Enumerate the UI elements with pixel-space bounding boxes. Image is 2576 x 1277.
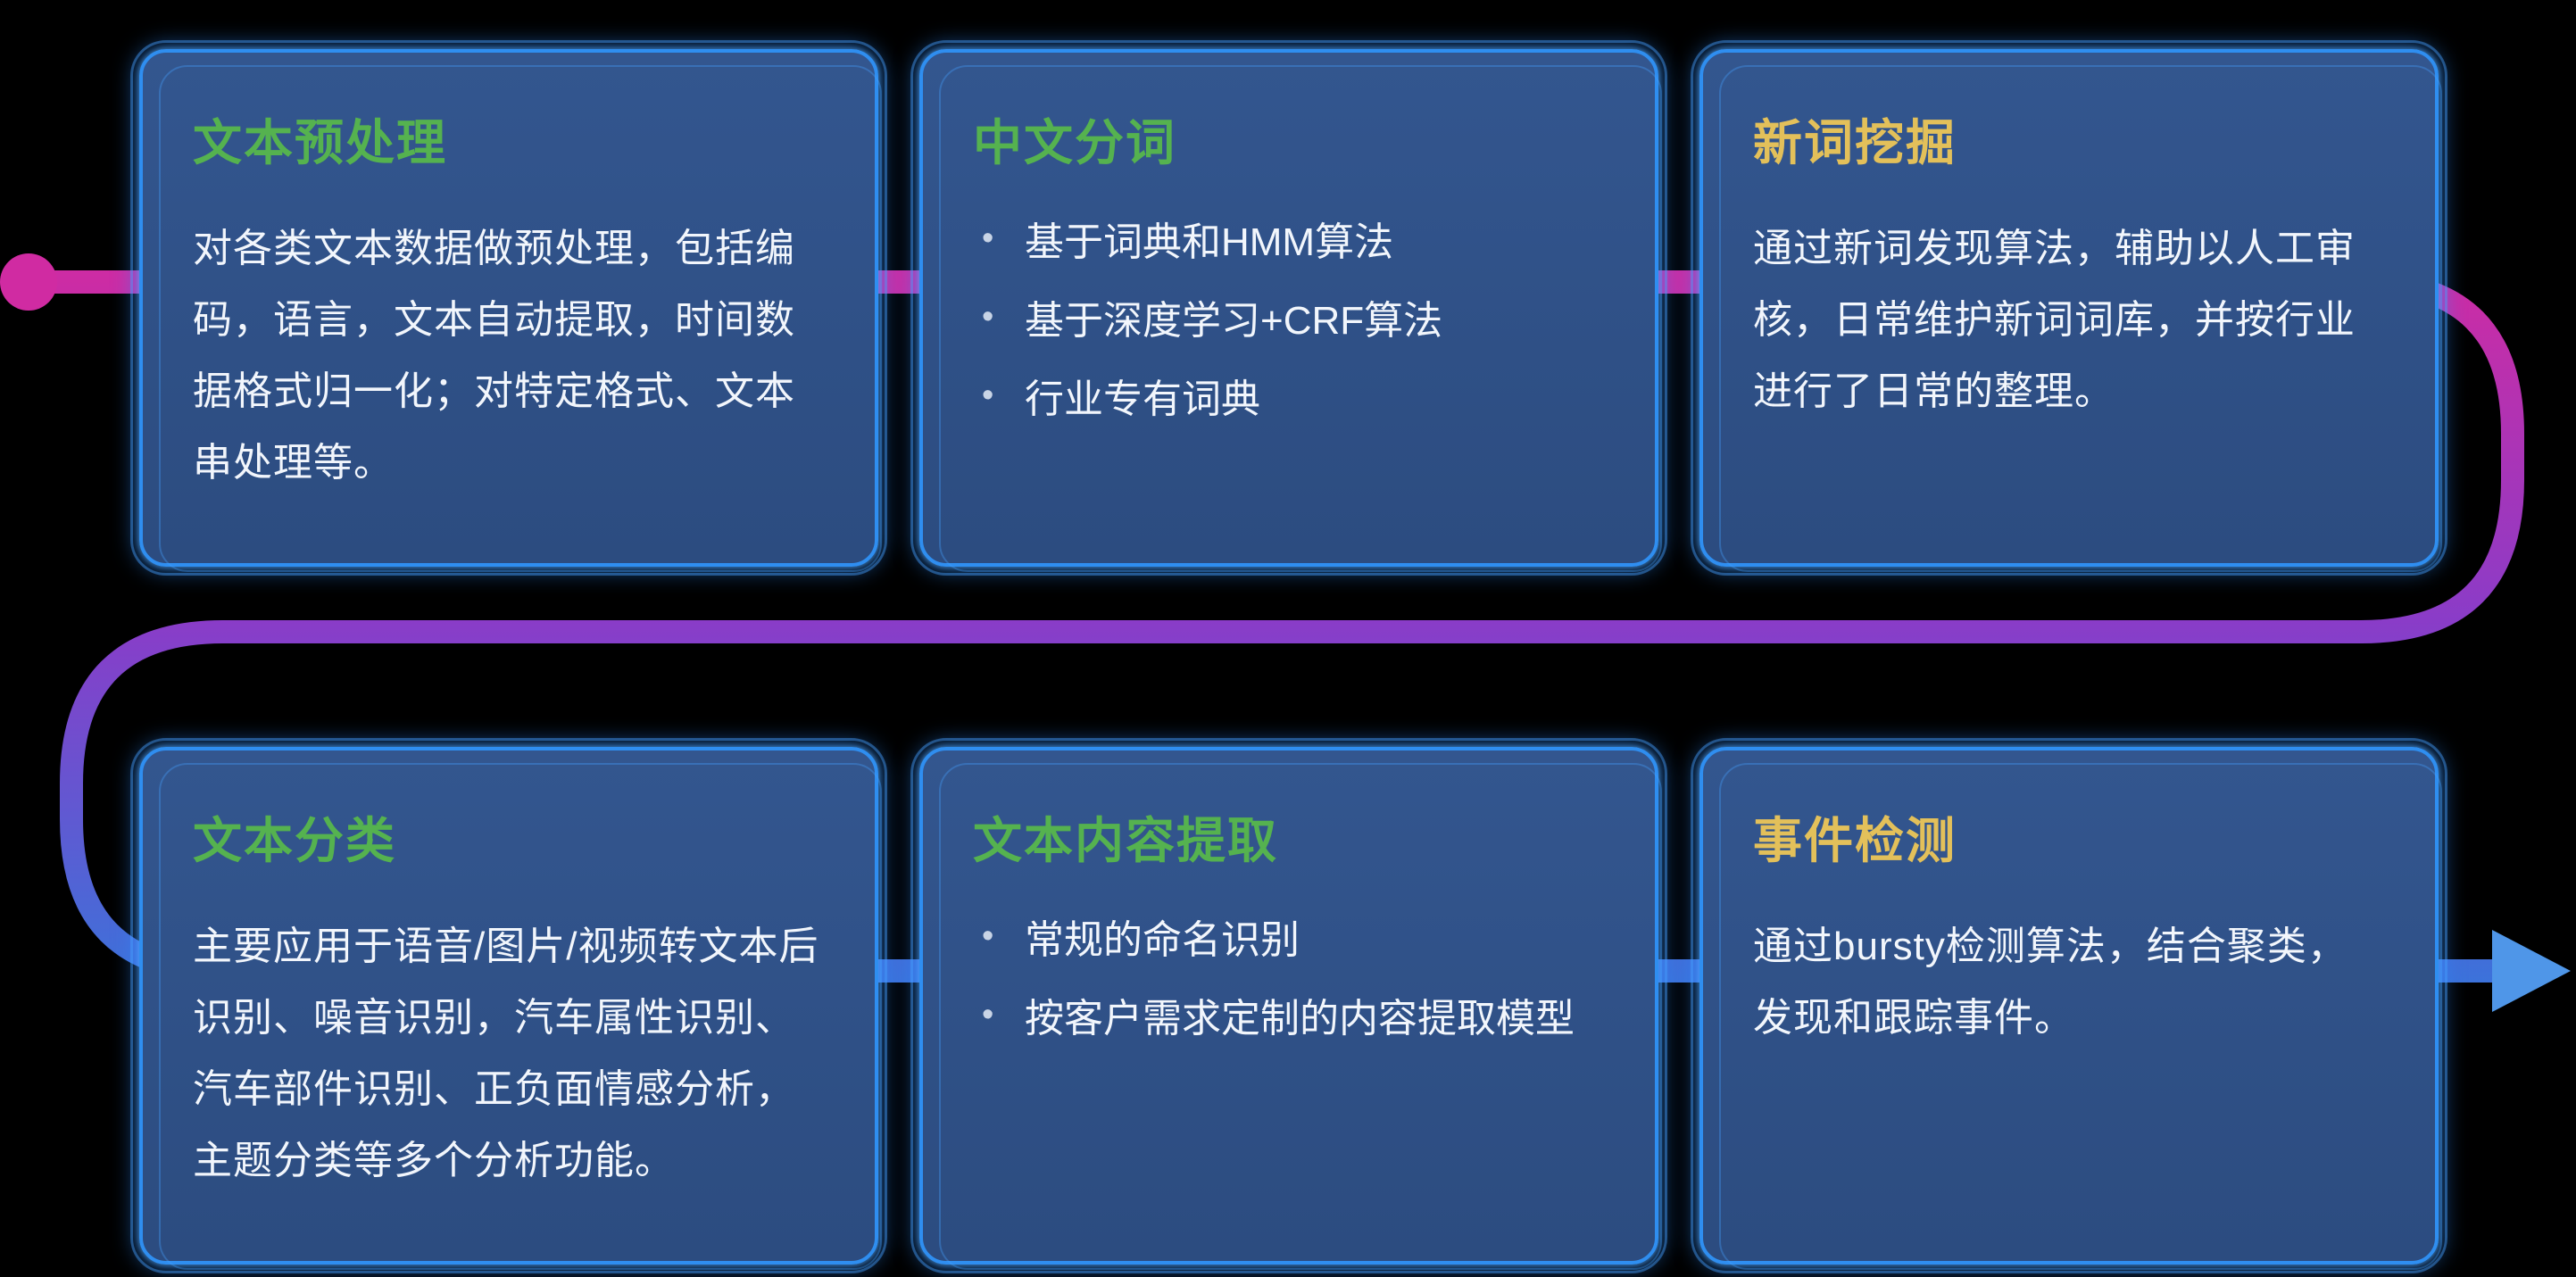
bullet-item: 按客户需求定制的内容提取模型 (973, 990, 1605, 1049)
bullet-item: 常规的命名识别 (973, 911, 1605, 970)
card-title: 文本预处理 (193, 115, 448, 170)
flow-start-dot-icon (0, 253, 57, 311)
flow-arrow-icon (2492, 930, 2571, 1012)
card-title: 中文分词 (973, 115, 1177, 170)
card-title: 新词挖掘 (1753, 115, 1957, 170)
card-text-preprocessing: 文本预处理 对各类文本数据做预处理，包括编码，语言，文本自动提取，时间数据格式归… (130, 40, 887, 576)
card-title: 文本分类 (193, 813, 397, 868)
card-title: 文本内容提取 (973, 813, 1279, 868)
card-bullet-list: 常规的命名识别 按客户需求定制的内容提取模型 (973, 911, 1605, 1049)
bullet-item: 行业专有词典 (973, 370, 1605, 429)
card-bullet-list: 基于词典和HMM算法 基于深度学习+CRF算法 行业专有词典 (973, 213, 1605, 429)
card-text-classification: 文本分类 主要应用于语音/图片/视频转文本后识别、噪音识别，汽车属性识别、汽车部… (130, 738, 887, 1273)
bullet-item: 基于深度学习+CRF算法 (973, 292, 1605, 351)
card-chinese-word-segmentation: 中文分词 基于词典和HMM算法 基于深度学习+CRF算法 行业专有词典 (910, 40, 1667, 576)
card-new-word-mining: 新词挖掘 通过新词发现算法，辅助以人工审核，日常维护新词词库，并按行业进行了日常… (1691, 40, 2447, 576)
card-event-detection: 事件检测 通过bursty检测算法，结合聚类，发现和跟踪事件。 (1691, 738, 2447, 1273)
card-text-content-extraction: 文本内容提取 常规的命名识别 按客户需求定制的内容提取模型 (910, 738, 1667, 1273)
card-body-text: 对各类文本数据做预处理，包括编码，语言，文本自动提取，时间数据格式归一化；对特定… (193, 227, 795, 485)
bullet-item: 基于词典和HMM算法 (973, 213, 1605, 272)
card-body-text: 通过新词发现算法，辅助以人工审核，日常维护新词词库，并按行业进行了日常的整理。 (1753, 227, 2356, 414)
card-title: 事件检测 (1753, 813, 1957, 868)
card-body-text: 通过bursty检测算法，结合聚类，发现和跟踪事件。 (1753, 925, 2347, 1041)
card-body-text: 主要应用于语音/图片/视频转文本后识别、噪音识别，汽车属性识别、汽车部件识别、正… (193, 925, 819, 1183)
flow-line (27, 270, 2524, 983)
